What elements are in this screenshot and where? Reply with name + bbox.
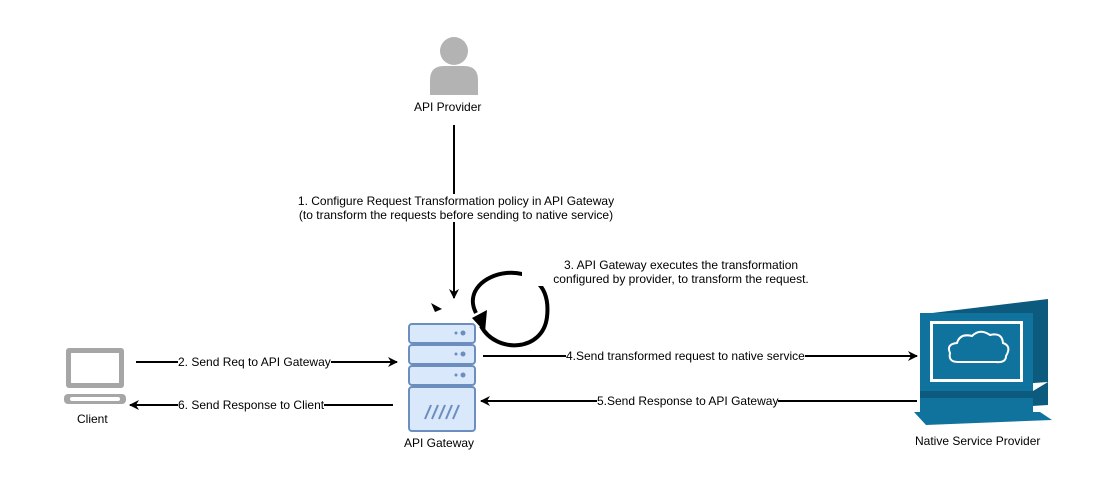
arrow-self-loop: [471, 270, 550, 348]
step1-line2: (to transform the requests before sendin…: [298, 208, 614, 222]
step3-line1: 3. API Gateway executes the transformati…: [563, 258, 799, 272]
step1-label: 1. Configure Request Transformation poli…: [258, 194, 654, 222]
provider-label: API Provider: [414, 100, 482, 114]
client-label: Client: [77, 412, 108, 426]
gateway-label: API Gateway: [404, 436, 475, 450]
server-icon: [408, 323, 476, 432]
native-label: Native Service Provider: [915, 434, 1041, 448]
laptop-icon: [64, 348, 126, 404]
step5-label: 5.Send Response to API Gateway: [597, 394, 779, 408]
user-icon: [430, 37, 478, 95]
step4-label: 4.Send transformed request to native ser…: [566, 349, 805, 363]
step6-label: 6. Send Response to Client: [178, 398, 325, 412]
step1-line1: 1. Configure Request Transformation poli…: [297, 194, 615, 208]
computer-monitor-icon: [914, 299, 1052, 425]
self-loop-arrowhead: [472, 310, 487, 332]
step3-label: 3. API Gateway executes the transformati…: [522, 258, 840, 286]
step2-label: 2. Send Req to API Gateway: [178, 355, 331, 369]
step3-line2: configured by provider, to transform the…: [553, 272, 809, 286]
small-arrowhead: [431, 303, 442, 312]
